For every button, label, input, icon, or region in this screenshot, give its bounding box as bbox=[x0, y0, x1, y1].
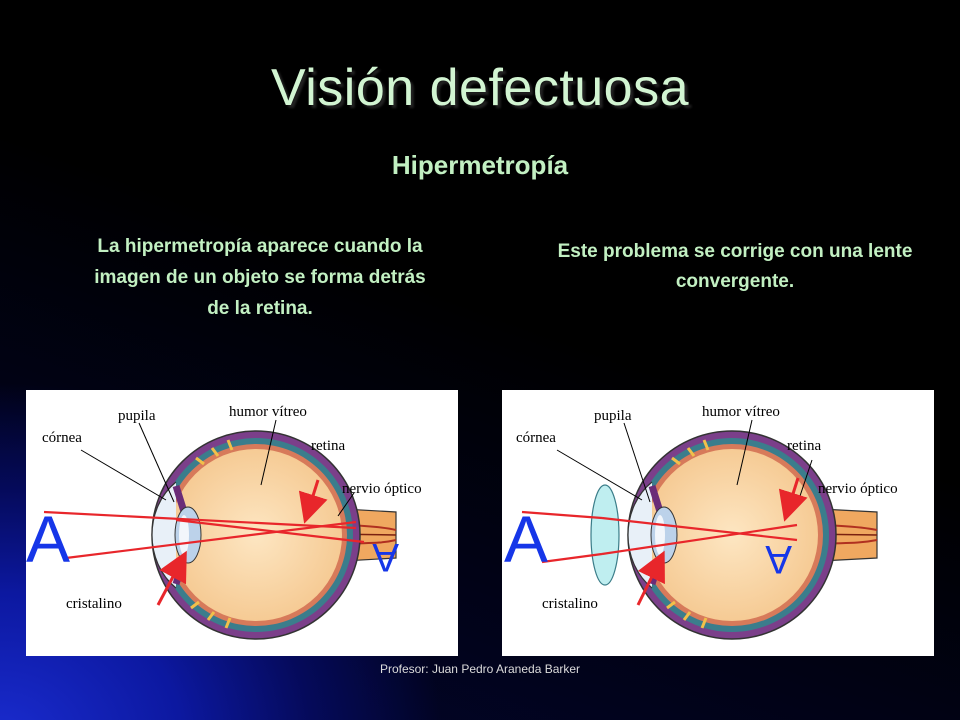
red-arrows bbox=[156, 479, 328, 606]
object-letter: A bbox=[26, 502, 70, 576]
label-humor-vitreo: humor vítreo bbox=[229, 404, 307, 420]
label-pupila: pupila bbox=[118, 408, 156, 424]
description-right: Este problema se corrige con una lente c… bbox=[557, 241, 913, 292]
light-rays bbox=[43, 510, 365, 560]
description-left: La hipermetropía aparece cuando la image… bbox=[94, 236, 426, 319]
slide-title: Visión defectuosa bbox=[270, 59, 690, 117]
footer-author: Profesor: Juan Pedro Araneda Barker bbox=[379, 662, 581, 676]
light-rays bbox=[521, 510, 798, 564]
image-letter-inverted: A bbox=[765, 537, 792, 581]
eye-illustration: pupila humor vítreo córnea retina nervio… bbox=[26, 404, 422, 640]
label-nervio-optico: nervio óptico bbox=[342, 481, 422, 497]
object-letter: A bbox=[504, 502, 548, 576]
label-cornea: córnea bbox=[516, 430, 556, 446]
label-pointers bbox=[80, 419, 355, 517]
eye-diagram-uncorrected: pupila humor vítreo córnea retina nervio… bbox=[26, 390, 458, 656]
slide-subtitle: Hipermetropía bbox=[391, 150, 569, 180]
converging-lens bbox=[590, 484, 620, 586]
eye-diagram-corrected: pupila humor vítreo córnea retina nervio… bbox=[502, 390, 934, 656]
label-pupila: pupila bbox=[594, 408, 632, 424]
label-cristalino: cristalino bbox=[66, 596, 122, 612]
image-letter-inverted: A bbox=[372, 535, 399, 579]
red-arrows bbox=[636, 477, 808, 606]
label-humor-vitreo: humor vítreo bbox=[702, 404, 780, 420]
label-pointers bbox=[556, 419, 813, 503]
label-cristalino: cristalino bbox=[542, 596, 598, 612]
label-retina: retina bbox=[787, 438, 821, 454]
label-cornea: córnea bbox=[42, 430, 82, 446]
eye-illustration-corrected: pupila humor vítreo córnea retina nervio… bbox=[504, 404, 898, 640]
label-retina: retina bbox=[311, 438, 345, 454]
label-nervio-optico: nervio óptico bbox=[818, 481, 898, 497]
